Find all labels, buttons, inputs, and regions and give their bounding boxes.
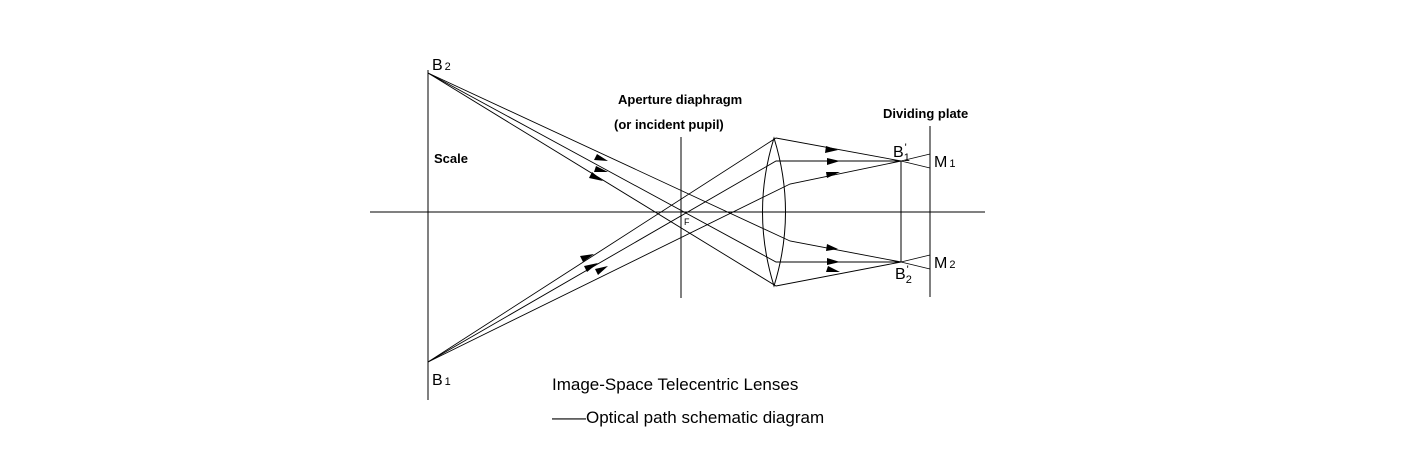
arrowhead <box>589 172 603 181</box>
arrowhead <box>825 146 838 153</box>
caption-title: Image-Space Telecentric Lenses <box>552 375 798 394</box>
lens <box>762 136 786 288</box>
arrowhead <box>827 158 840 165</box>
arrowheads <box>580 146 840 275</box>
point-label-b1-prime: B'1 <box>893 142 910 164</box>
arrowhead <box>594 166 608 172</box>
arrowhead <box>827 258 840 265</box>
rays-from-b2 <box>427 72 931 287</box>
arrowhead <box>580 254 594 262</box>
dividing-plate-label: Dividing plate <box>883 106 968 121</box>
arrowhead <box>826 172 840 178</box>
arrowhead <box>584 263 598 272</box>
aperture-label-line2: (or incident pupil) <box>614 117 724 132</box>
arrowhead <box>594 154 608 161</box>
point-label-b2-prime: B'2 <box>895 264 912 286</box>
caption-subtitle: ——Optical path schematic diagram <box>552 408 824 427</box>
arrowhead <box>595 266 608 275</box>
arrowhead <box>826 266 840 272</box>
focus-label: F <box>684 217 690 227</box>
aperture-label-line1: Aperture diaphragm <box>618 92 742 107</box>
scale-label: Scale <box>434 151 468 166</box>
rays-from-b1 <box>427 137 931 363</box>
arrowhead <box>826 244 838 251</box>
